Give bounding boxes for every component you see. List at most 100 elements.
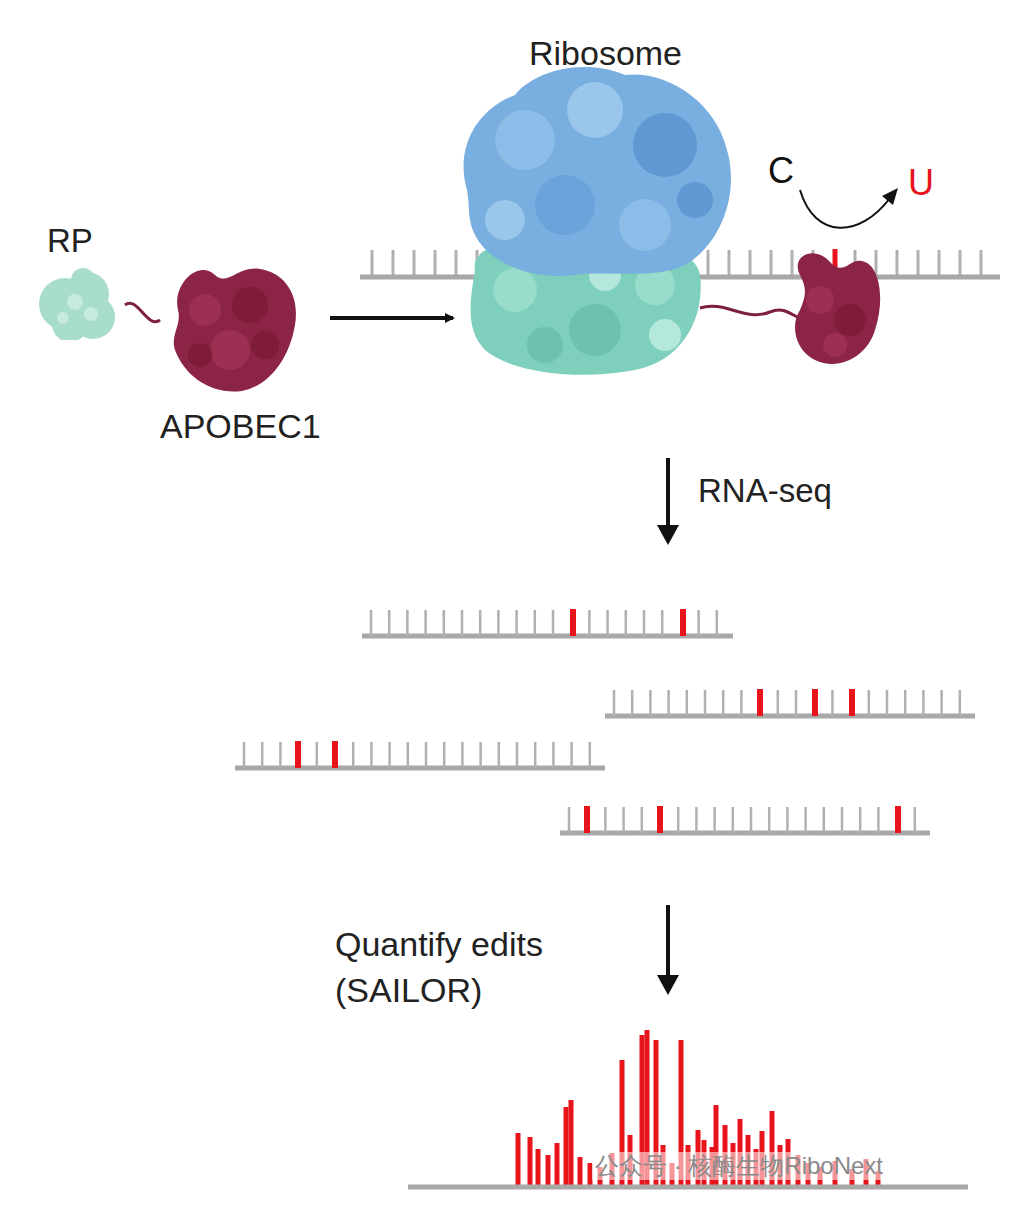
base-tick xyxy=(424,610,427,636)
base-tick xyxy=(749,250,752,277)
base-tick xyxy=(461,610,464,636)
base-tick xyxy=(804,807,807,833)
read xyxy=(362,634,733,639)
base-tick xyxy=(613,690,616,716)
base-tick xyxy=(261,742,264,768)
base-before: C xyxy=(768,150,794,191)
base-tick xyxy=(713,807,716,833)
base-tick xyxy=(498,742,501,768)
base-tick xyxy=(786,807,789,833)
base-tick xyxy=(434,250,437,277)
base-tick xyxy=(443,742,446,768)
base-tick xyxy=(641,807,644,833)
base-tick xyxy=(552,610,555,636)
base-tick xyxy=(413,250,416,277)
edit-mark xyxy=(584,806,590,833)
conversion-arrow xyxy=(800,190,890,228)
base-tick xyxy=(479,610,482,636)
down-arrow xyxy=(666,458,670,528)
node-label: RP xyxy=(47,222,93,260)
flow-arrow xyxy=(330,316,453,320)
base-tick xyxy=(896,250,899,277)
edit-bar xyxy=(555,1143,560,1185)
base-tick xyxy=(697,610,700,636)
base-tick xyxy=(606,610,609,636)
edit-mark xyxy=(657,806,663,833)
edit-bar xyxy=(536,1149,541,1185)
edit-mark xyxy=(295,741,301,768)
base-tick xyxy=(959,690,962,716)
base-tick xyxy=(917,250,920,277)
base-tick xyxy=(695,807,698,833)
base-tick xyxy=(631,690,634,716)
base-tick xyxy=(316,742,319,768)
base-tick xyxy=(243,742,246,768)
watermark: 公众号 · 核酶生物RiboNext xyxy=(592,1152,886,1180)
base-tick xyxy=(392,250,395,277)
base-tick xyxy=(443,610,446,636)
base-tick xyxy=(716,610,719,636)
read xyxy=(235,766,605,771)
base-tick xyxy=(980,250,983,277)
base-tick xyxy=(940,690,943,716)
arrowhead xyxy=(657,975,679,995)
base-tick xyxy=(534,742,537,768)
base-tick xyxy=(904,690,907,716)
base-tick xyxy=(604,807,607,833)
base-tick xyxy=(859,807,862,833)
down-arrow xyxy=(666,905,670,978)
base-tick xyxy=(791,250,794,277)
arrowhead xyxy=(882,188,898,205)
base-tick xyxy=(795,690,798,716)
base-tick xyxy=(622,807,625,833)
arrowhead xyxy=(657,525,679,545)
edit-bar xyxy=(546,1155,551,1185)
step-label: RNA-seq xyxy=(698,472,832,510)
base-tick xyxy=(534,610,537,636)
base-tick xyxy=(677,807,680,833)
base-tick xyxy=(497,610,500,636)
base-tick xyxy=(877,807,880,833)
base-tick xyxy=(707,250,710,277)
base-tick xyxy=(728,250,731,277)
step-label: Quantify edits (SAILOR) xyxy=(335,922,585,1014)
base-tick xyxy=(649,690,652,716)
base-tick xyxy=(388,610,391,636)
node-label: Ribosome xyxy=(529,34,682,73)
base-tick xyxy=(643,610,646,636)
linker xyxy=(700,306,800,318)
ribosome: Ribosome xyxy=(455,30,740,400)
base-tick xyxy=(352,742,355,768)
base-tick xyxy=(371,250,374,277)
read xyxy=(605,714,975,719)
apobec1-blob: APOBEC1 xyxy=(160,255,340,455)
base-tick xyxy=(667,690,670,716)
base-tick xyxy=(552,742,555,768)
base-tick xyxy=(831,690,834,716)
edit-bar xyxy=(528,1137,533,1185)
edit-bar xyxy=(516,1133,521,1185)
base-tick xyxy=(516,742,519,768)
base-tick xyxy=(686,690,689,716)
base-tick xyxy=(959,250,962,277)
base-tick xyxy=(589,742,592,768)
base-tick xyxy=(740,690,743,716)
base-tick xyxy=(770,250,773,277)
base-tick xyxy=(425,742,428,768)
edit-mark xyxy=(680,609,686,636)
chart-axis xyxy=(408,1185,968,1190)
edit-mark xyxy=(895,806,901,833)
base-tick xyxy=(461,742,464,768)
base-tick xyxy=(823,807,826,833)
base-tick xyxy=(661,610,664,636)
base-tick xyxy=(515,610,518,636)
base-tick xyxy=(279,742,282,768)
apobec1-bound xyxy=(795,253,880,364)
read xyxy=(560,831,930,836)
base-tick xyxy=(938,250,941,277)
node-label: APOBEC1 xyxy=(160,407,321,446)
base-tick xyxy=(407,742,410,768)
base-tick xyxy=(568,807,571,833)
base-tick xyxy=(768,807,771,833)
base-tick xyxy=(886,690,889,716)
